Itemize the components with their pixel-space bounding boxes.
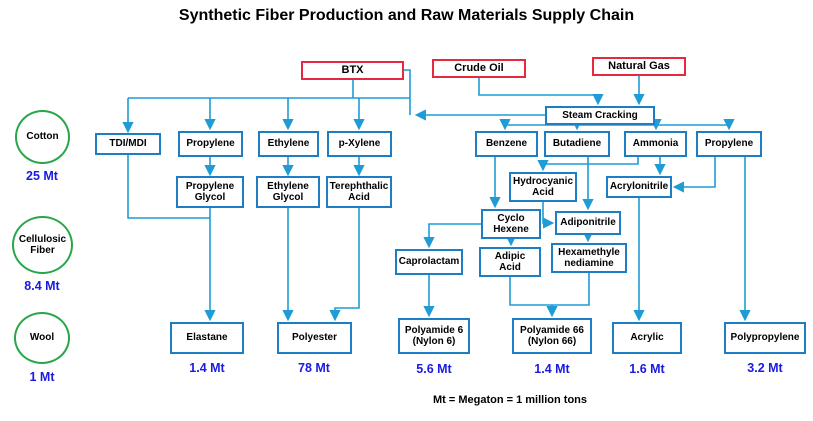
node-tdi-mdi: TDI/MDI (95, 133, 161, 155)
cellulosic-production-amount: 8.4 Mt (24, 279, 60, 293)
wool-production-amount: 1 Mt (29, 370, 55, 384)
node-natural-gas: Natural Gas (592, 57, 686, 76)
node-adipic-acid: Adipic Acid (479, 247, 541, 277)
diagram-title: Synthetic Fiber Production and Raw Mater… (178, 7, 635, 24)
node-ethylene-glycol: Ethylene Glycol (256, 176, 320, 208)
legend-footnote: Mt = Megaton = 1 million tons (432, 394, 587, 406)
node-caprolactam: Caprolactam (395, 249, 463, 275)
fiber-circle-wool: Wool (14, 312, 70, 364)
node-polyamide-6: Polyamide 6 (Nylon 6) (398, 318, 470, 354)
node-propylene-glycol: Propylene Glycol (176, 176, 244, 208)
fiber-circle-cotton: Cotton (15, 110, 70, 164)
node-acrylonitrile: Acrylonitrile (606, 176, 672, 198)
fiber-circle-cellulosic: Cellulosic Fiber (12, 216, 73, 274)
node-ethylene: Ethylene (258, 131, 319, 157)
node-acrylic: Acrylic (612, 322, 682, 354)
node-propylene-right: Propylene (696, 131, 762, 157)
node-adiponitrile: Adiponitrile (555, 211, 621, 235)
node-hydrocyanic-acid: Hydrocyanic Acid (509, 172, 577, 202)
polyamide-6-production-amount: 5.6 Mt (416, 362, 452, 376)
polyester-production-amount: 78 Mt (298, 361, 330, 375)
node-propylene-left: Propylene (178, 131, 243, 157)
node-crude-oil: Crude Oil (432, 59, 526, 78)
polypropylene-production-amount: 3.2 Mt (747, 361, 783, 375)
node-polyamide-66: Polyamide 66 (Nylon 66) (512, 318, 592, 354)
node-elastane: Elastane (170, 322, 244, 354)
elastane-production-amount: 1.4 Mt (189, 361, 225, 375)
node-cyclo-hexene: Cyclo Hexene (481, 209, 541, 239)
node-polyester: Polyester (277, 322, 352, 354)
node-benzene: Benzene (475, 131, 538, 157)
node-hexamethylenediamine: Hexamethyle nediamine (551, 243, 627, 273)
cotton-production-amount: 25 Mt (26, 169, 58, 183)
node-ammonia: Ammonia (624, 131, 687, 157)
acrylic-production-amount: 1.6 Mt (629, 362, 665, 376)
node-btx: BTX (301, 61, 404, 80)
node-polypropylene: Polypropylene (724, 322, 806, 354)
node-terephthalic-acid: Terephthalic Acid (326, 176, 392, 208)
node-steam-cracking: Steam Cracking (545, 106, 655, 125)
polyamide-66-production-amount: 1.4 Mt (534, 362, 570, 376)
node-butadiene: Butadiene (544, 131, 610, 157)
node-p-xylene: p-Xylene (327, 131, 392, 157)
